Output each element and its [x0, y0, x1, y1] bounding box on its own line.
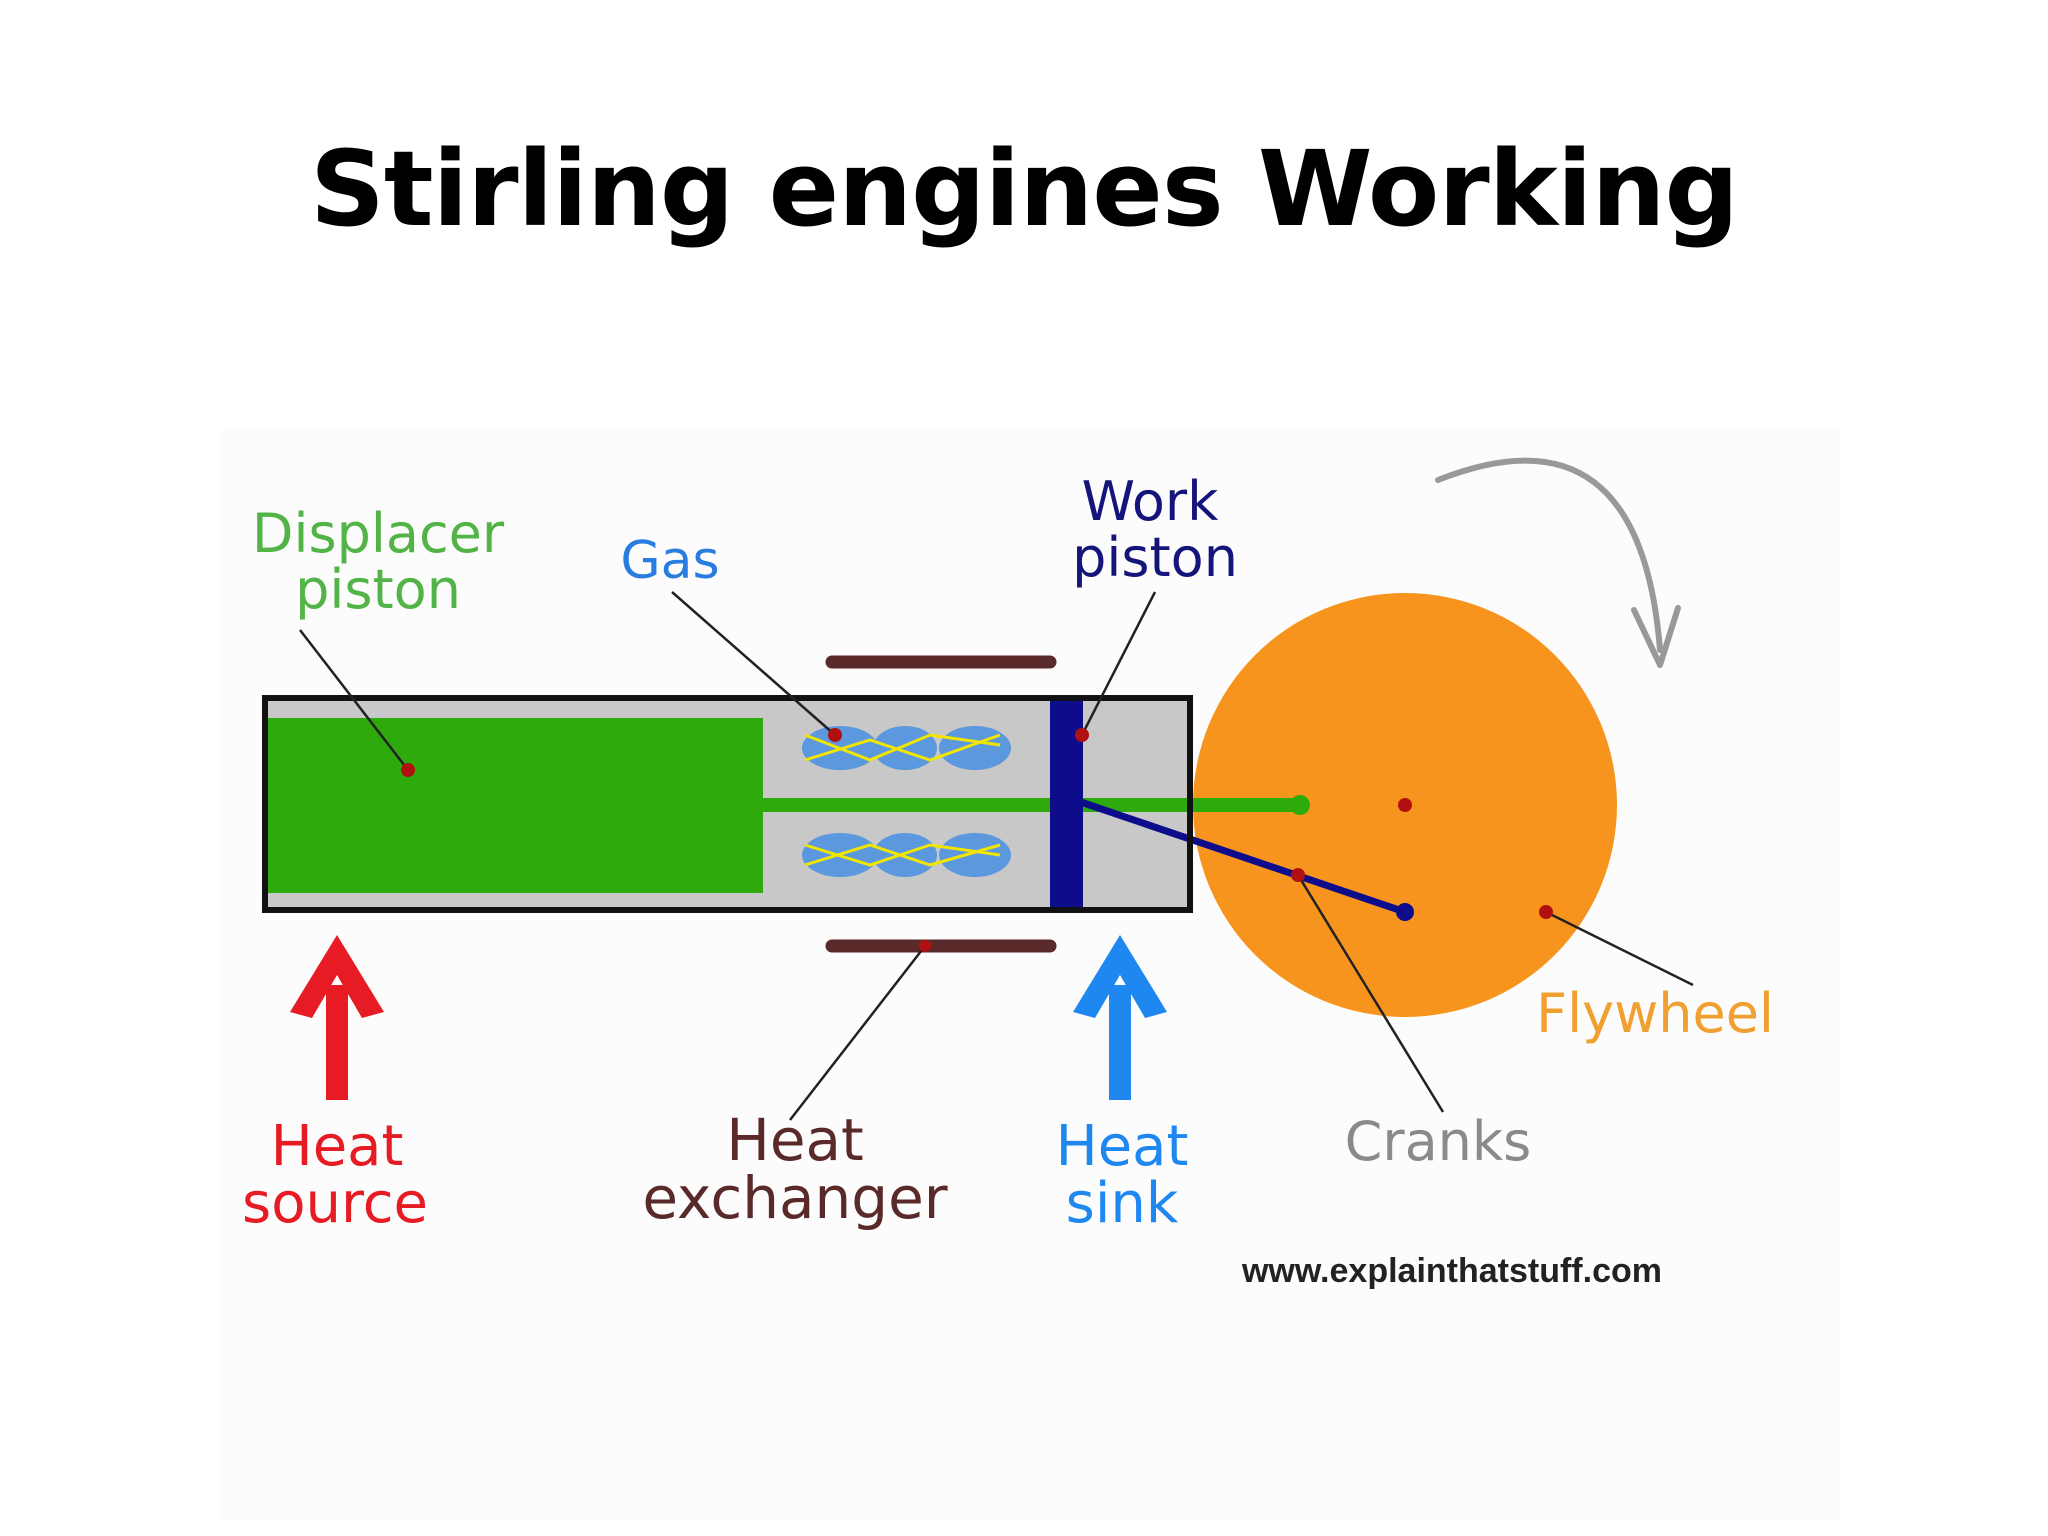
label-displacer-line1: Displacer [252, 502, 505, 565]
label-heat-sink-line1: Heat [1056, 1114, 1189, 1179]
marker-dots [401, 728, 1553, 952]
source-credit: www.explainthatstuff.com [1241, 1252, 1662, 1290]
diagram-backdrop [220, 430, 1840, 1520]
displacer-piston [268, 718, 763, 893]
label-work-line2: piston [1072, 526, 1238, 589]
label-heat-exchanger-line2: exchanger [642, 1164, 947, 1232]
displacer-rod-end [1290, 795, 1310, 815]
slide-title: Stirling engines Working [310, 128, 1739, 250]
cylinder-outline [262, 695, 1193, 913]
up-arrow-icon [1073, 935, 1167, 1100]
rotation-arrow-icon [1435, 457, 1681, 668]
label-heat-source-line1: Heat [271, 1114, 404, 1179]
leader-lines [299, 591, 1694, 1121]
work-piston-rod [1064, 793, 1407, 916]
label-cranks: Cranks [1345, 1110, 1532, 1173]
label-work-line1: Work [1082, 470, 1219, 533]
label-heat-source-line2: source [242, 1171, 428, 1236]
label-displacer-line2: piston [295, 558, 461, 621]
crank-pin [1396, 903, 1414, 921]
label-flywheel: Flywheel [1536, 982, 1774, 1045]
label-heat-exchanger-line1: Heat [726, 1106, 864, 1174]
up-arrow-icon [290, 935, 384, 1100]
label-heat-sink-line2: sink [1066, 1171, 1179, 1236]
label-gas: Gas [620, 531, 719, 591]
gas-motion-lines [804, 733, 1001, 867]
